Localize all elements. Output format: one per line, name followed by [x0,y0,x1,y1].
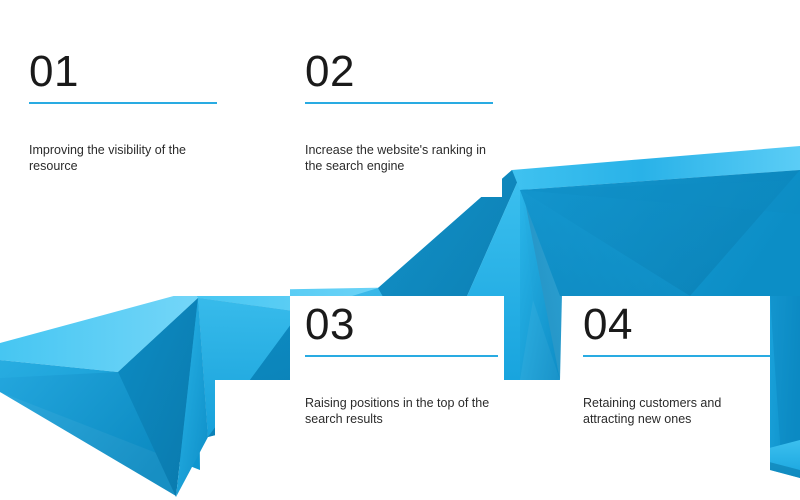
step-number-03: 03 [305,300,355,349]
step-rule-03 [305,355,498,357]
panel-mid-left-white [0,0,290,296]
step-item-02[interactable]: 02 Increase the website's ranking in the… [305,50,495,174]
step-description-04: Retaining customers and attracting new o… [583,396,722,426]
step-description-03: Raising positions in the top of the sear… [305,396,490,426]
step-description-01: Improving the visibility of the resource [29,143,187,173]
panel-step04-white [566,296,770,500]
step-rule-02 [305,102,493,104]
step-item-04[interactable]: 04 Retaining customers and attracting ne… [583,303,773,427]
panel-bottom-gap-white [215,380,290,500]
step-item-01[interactable]: 01 Improving the visibility of the resou… [29,50,219,174]
step-rule-04 [583,355,770,357]
panel-step03-white [290,296,504,500]
panel-step03-right-gap [504,380,566,500]
step-rule-01 [29,102,217,104]
step-number-04: 04 [583,300,633,349]
step-number-02: 02 [305,47,355,96]
step-item-03[interactable]: 03 Raising positions in the top of the s… [305,300,498,427]
step-number-01: 01 [29,47,79,96]
step-description-02: Increase the website's ranking in the se… [305,143,486,173]
